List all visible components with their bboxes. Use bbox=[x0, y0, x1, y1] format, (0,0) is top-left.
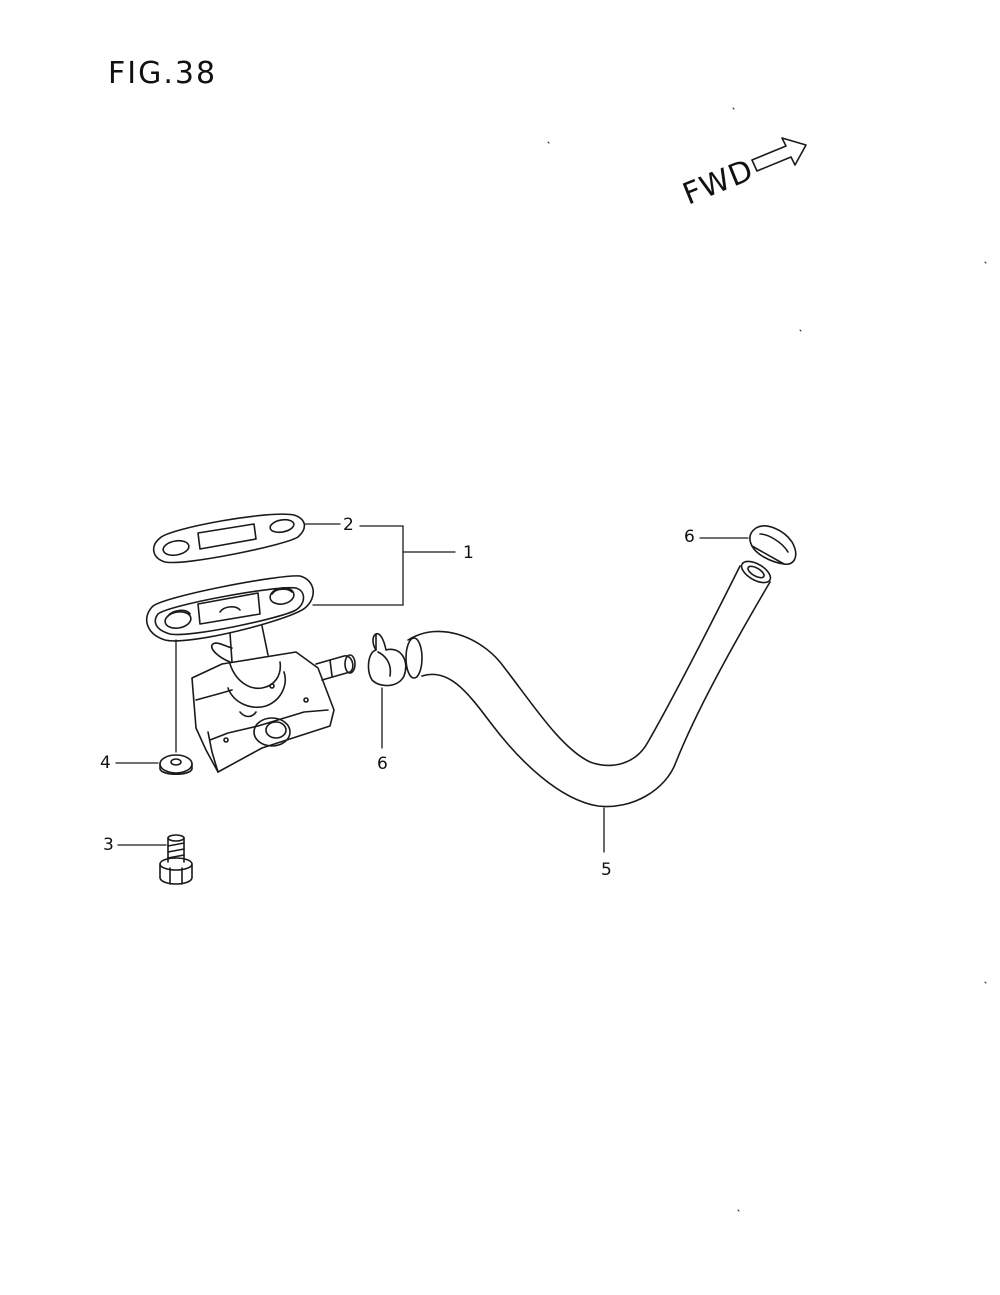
callout-5: 5 bbox=[601, 860, 612, 880]
forward-arrow-icon bbox=[752, 138, 806, 171]
callout-1: 1 bbox=[463, 543, 474, 563]
hose-clamp bbox=[369, 634, 406, 748]
fuel-cock bbox=[147, 576, 355, 772]
callout-leaders-1-2 bbox=[305, 524, 455, 605]
washer bbox=[116, 755, 192, 774]
fuel-hose bbox=[406, 557, 774, 852]
hose-clip bbox=[700, 526, 796, 564]
callout-4: 4 bbox=[100, 753, 111, 773]
callout-6-clip: 6 bbox=[684, 527, 695, 547]
figure-title: FIG.38 bbox=[108, 56, 218, 91]
gasket bbox=[154, 514, 305, 562]
callout-2: 2 bbox=[343, 515, 354, 535]
callout-6-clamp: 6 bbox=[377, 754, 388, 774]
screw bbox=[118, 835, 192, 884]
callout-3: 3 bbox=[103, 835, 114, 855]
scan-specks bbox=[548, 108, 986, 1211]
